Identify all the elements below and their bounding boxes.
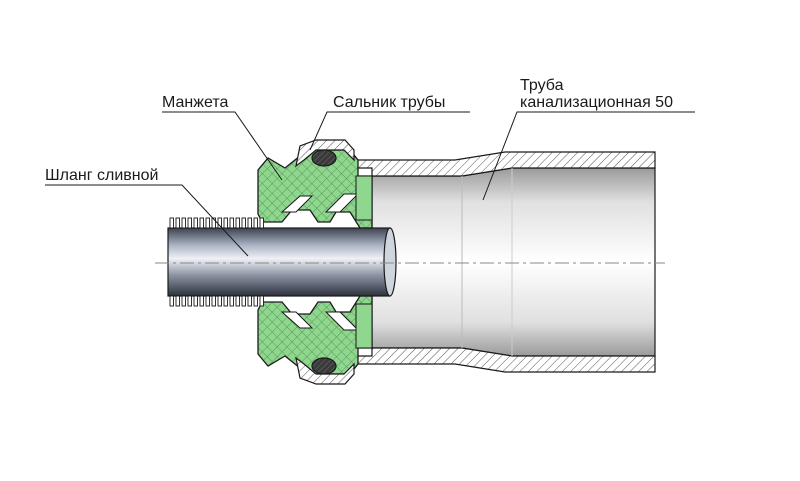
corrugation-rib [247, 295, 252, 307]
o-ring-bottom [311, 357, 337, 375]
corrugation-rib [187, 217, 192, 229]
corrugation-rib [175, 217, 180, 229]
corrugation-rib [175, 295, 180, 307]
corrugation-rib [235, 295, 240, 307]
label-pipe-line1: Труба [520, 77, 564, 94]
label-hose: Шланг сливной [45, 167, 158, 184]
corrugation-rib [199, 217, 204, 229]
corrugation-rib [211, 217, 216, 229]
hose-corrugation-bottom [169, 295, 264, 307]
drain-hose [167, 217, 397, 307]
corrugation-rib [193, 295, 198, 307]
corrugation-rib [253, 295, 258, 307]
cuff-fin-bottom-1 [280, 311, 314, 329]
gland-top [295, 139, 355, 168]
cuff-fin-top-1 [280, 195, 314, 213]
gland-bottom [295, 356, 355, 385]
label-cuff: Манжета [162, 94, 228, 111]
corrugation-rib [181, 295, 186, 307]
cuff-rim-bottom [355, 303, 373, 349]
pipe-socket-bore [371, 167, 656, 357]
leader-pipe [482, 111, 695, 201]
leader-hose [45, 184, 249, 257]
corrugation-rib [253, 217, 258, 229]
leader-cuff [162, 111, 283, 181]
corrugation-rib [199, 295, 204, 307]
hose-body [167, 227, 391, 297]
corrugation-rib [205, 217, 210, 229]
sewer-pipe [349, 151, 656, 373]
corrugation-rib [193, 217, 198, 229]
corrugation-rib [223, 295, 228, 307]
corrugation-rib [235, 217, 240, 229]
leader-lines [45, 111, 695, 257]
corrugation-rib [229, 217, 234, 229]
label-pipe-line2: канализационная 50 [520, 94, 673, 111]
corrugation-rib [223, 217, 228, 229]
corrugation-rib [169, 295, 174, 307]
corrugation-rib [211, 295, 216, 307]
cuff-rim-top [355, 175, 373, 221]
corrugation-rib [241, 295, 246, 307]
corrugation-rib [169, 217, 174, 229]
o-ring-top [311, 149, 337, 167]
corrugation-rib [259, 295, 264, 307]
corrugation-rib [259, 217, 264, 229]
hose-corrugation-top [169, 217, 264, 229]
label-gland: Сальник трубы [333, 94, 445, 111]
pipe-gland [295, 139, 355, 385]
hose-end [383, 227, 397, 297]
cuff [257, 149, 373, 375]
corrugation-rib [247, 217, 252, 229]
corrugation-rib [229, 295, 234, 307]
corrugation-rib [241, 217, 246, 229]
corrugation-rib [217, 295, 222, 307]
corrugation-rib [187, 295, 192, 307]
corrugation-rib [205, 295, 210, 307]
corrugation-rib [181, 217, 186, 229]
leader-gland [309, 111, 470, 151]
